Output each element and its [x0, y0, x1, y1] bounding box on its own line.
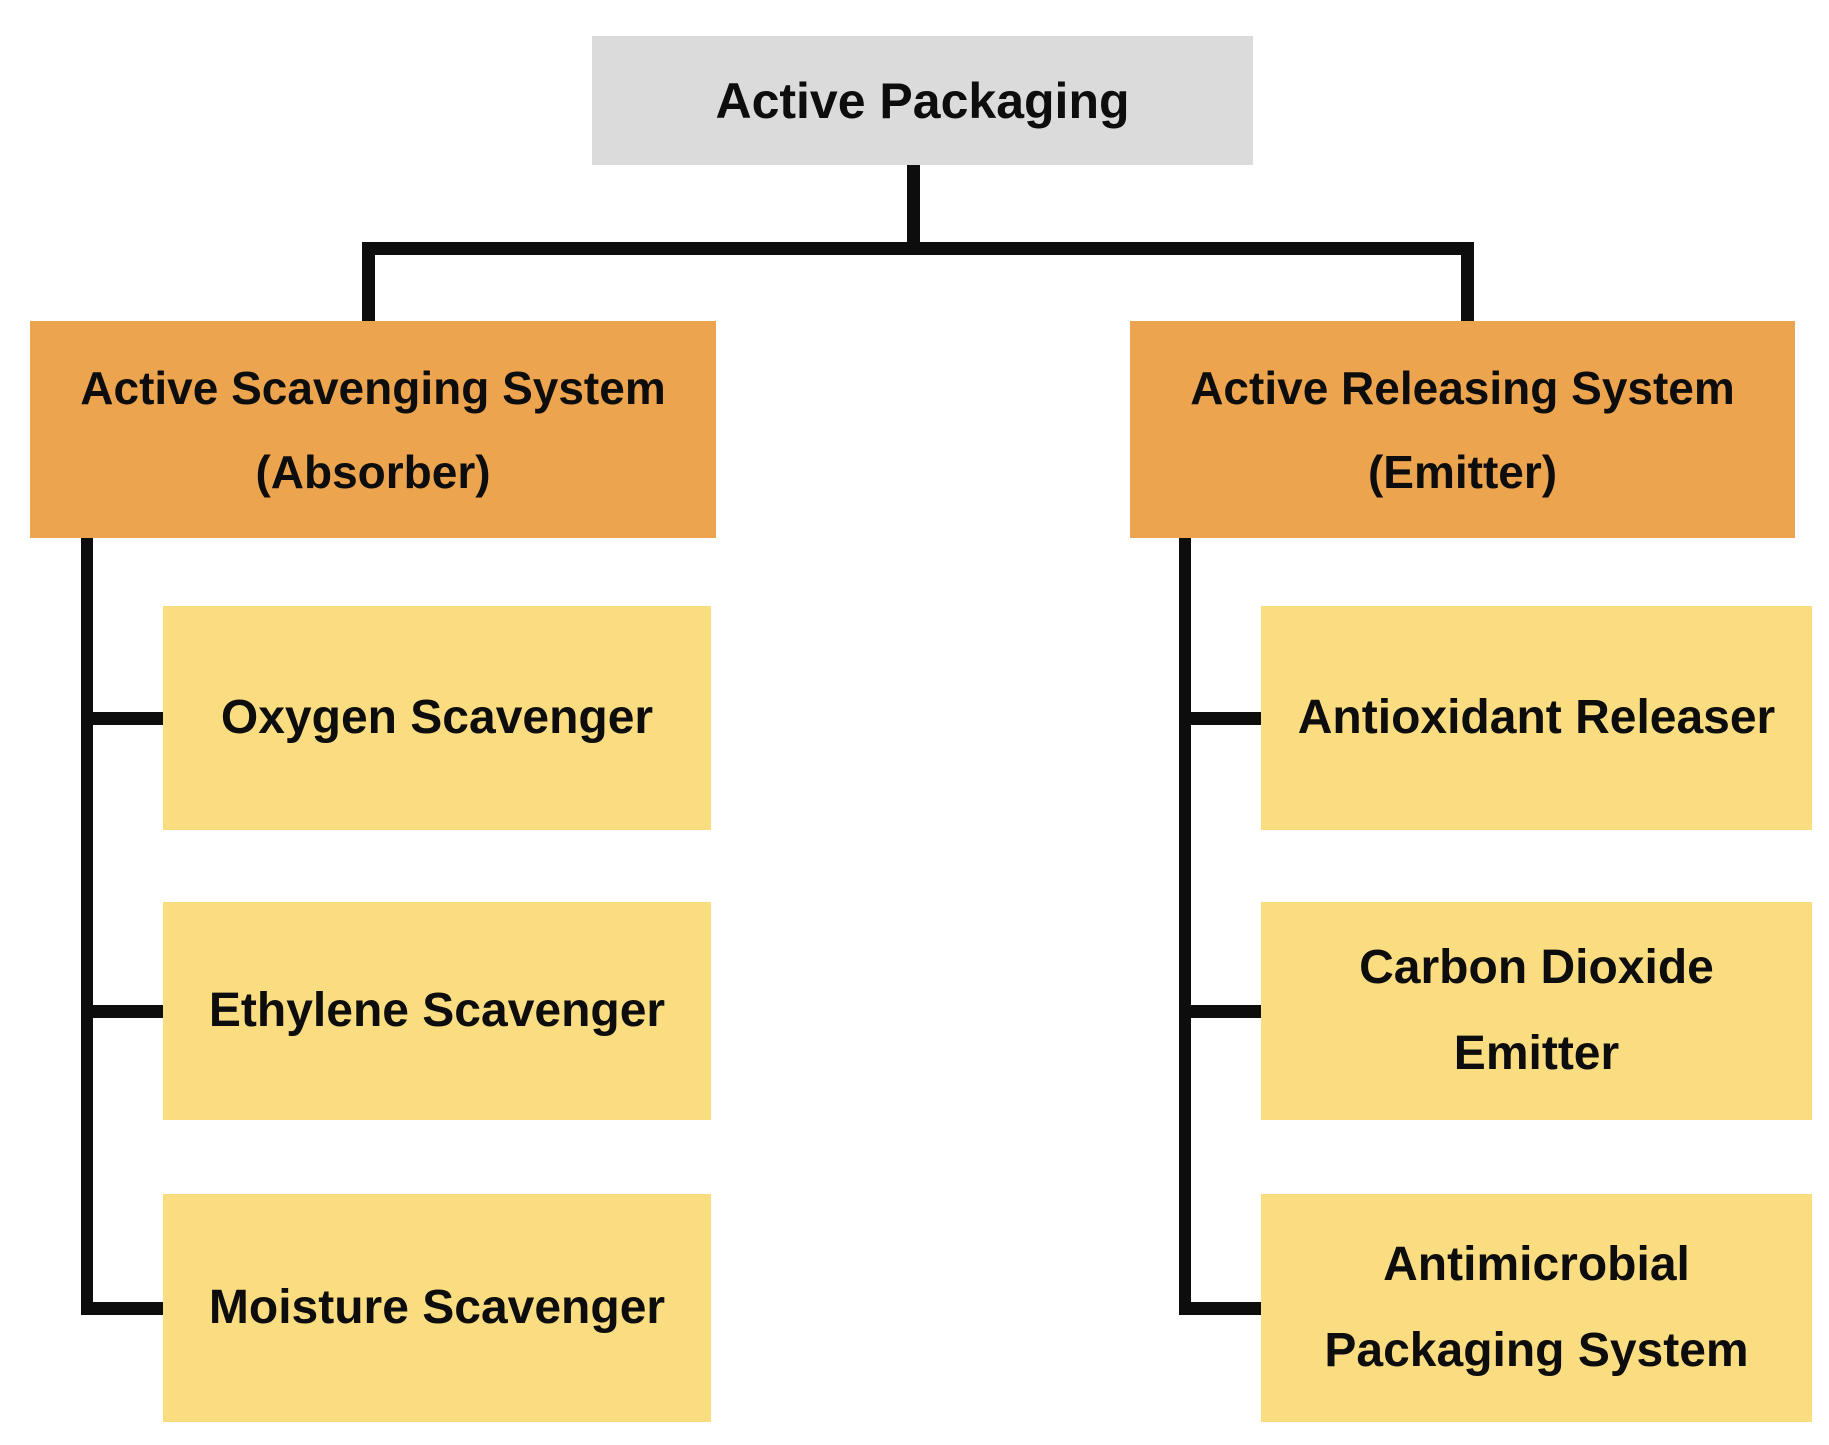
- connector-stub-antioxidant-releaser: [1179, 712, 1267, 725]
- node-moisture-scavenger: Moisture Scavenger: [163, 1194, 711, 1422]
- node-oxygen-scavenger: Oxygen Scavenger: [163, 606, 711, 830]
- connector-drop-right-branch: [1461, 242, 1474, 328]
- node-active-releasing-system: Active Releasing System (Emitter): [1130, 321, 1795, 538]
- node-ethylene-scavenger: Ethylene Scavenger: [163, 902, 711, 1120]
- node-antimicrobial-packaging-system: Antimicrobial Packaging System: [1261, 1194, 1812, 1422]
- node-active-packaging: Active Packaging: [592, 36, 1253, 165]
- connector-trunk-right: [1179, 535, 1191, 1314]
- node-active-scavenging-system: Active Scavenging System (Absorber): [30, 321, 716, 538]
- connector-stub-oxygen-scavenger: [81, 712, 169, 725]
- connector-stub-moisture-scavenger: [81, 1302, 169, 1315]
- node-carbon-dioxide-emitter: Carbon Dioxide Emitter: [1261, 902, 1812, 1120]
- connector-drop-left-branch: [362, 242, 375, 328]
- connector-stub-carbon-dioxide-emitter: [1179, 1005, 1267, 1018]
- connector-trunk-left: [81, 535, 93, 1314]
- connector-horizontal-bar: [362, 242, 1474, 255]
- connector-root-stem: [907, 165, 920, 255]
- node-antioxidant-releaser: Antioxidant Releaser: [1261, 606, 1812, 830]
- connector-stub-antimicrobial-system: [1179, 1302, 1267, 1315]
- connector-stub-ethylene-scavenger: [81, 1005, 169, 1018]
